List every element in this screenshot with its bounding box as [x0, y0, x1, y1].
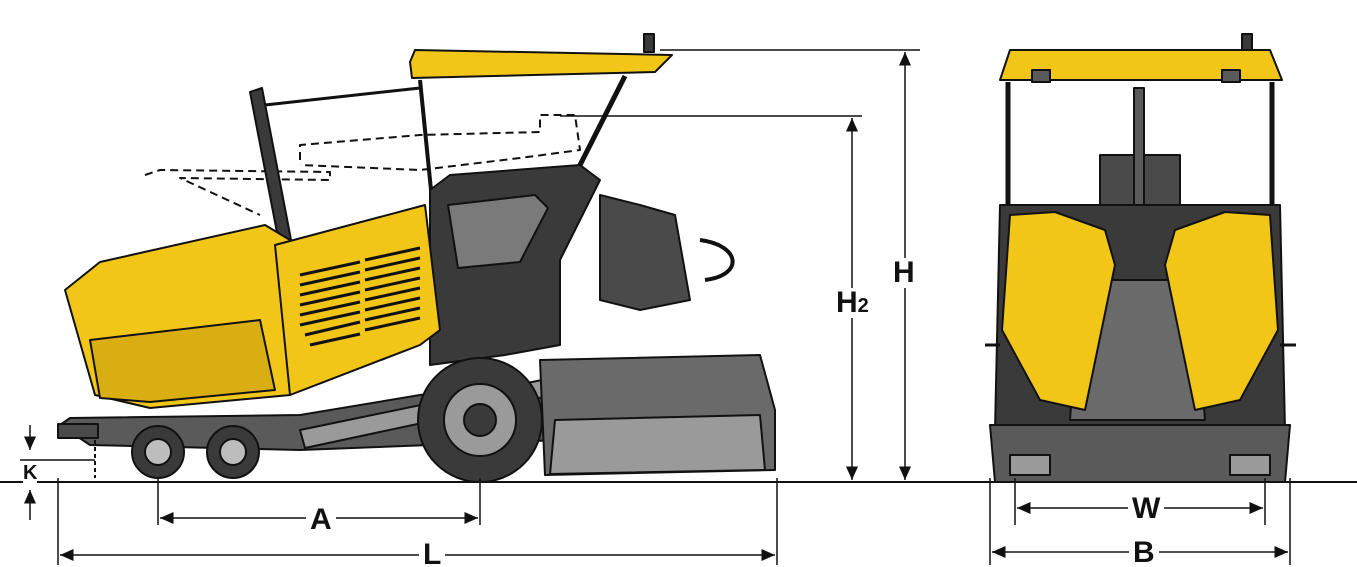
- roof-canopy: [409, 49, 673, 79]
- front-screed: [989, 424, 1291, 483]
- label-h2: H2: [836, 286, 869, 319]
- label-a: A: [306, 505, 336, 535]
- control-stand: [599, 194, 691, 311]
- label-k: K: [23, 462, 38, 484]
- engine-vents: [299, 246, 421, 347]
- side-view: [57, 33, 776, 483]
- right-hopper-wing: [1164, 211, 1279, 411]
- hopper-raised-outline: [144, 169, 331, 216]
- front-roof-canopy: [999, 49, 1283, 81]
- engine-housing: [429, 164, 601, 366]
- label-h: H: [893, 256, 915, 289]
- cab-window: [447, 194, 549, 269]
- front-beacon-light: [1241, 33, 1253, 51]
- roof-lowered-outline: [299, 114, 581, 171]
- label-b: B: [1129, 538, 1159, 567]
- front-view: [985, 33, 1296, 483]
- label-w: W: [1128, 494, 1165, 524]
- label-l: L: [419, 540, 446, 567]
- exhaust-pipe: [249, 87, 293, 249]
- beacon-light: [643, 33, 655, 53]
- push-roller: [57, 423, 99, 439]
- left-hopper-wing: [1001, 211, 1116, 411]
